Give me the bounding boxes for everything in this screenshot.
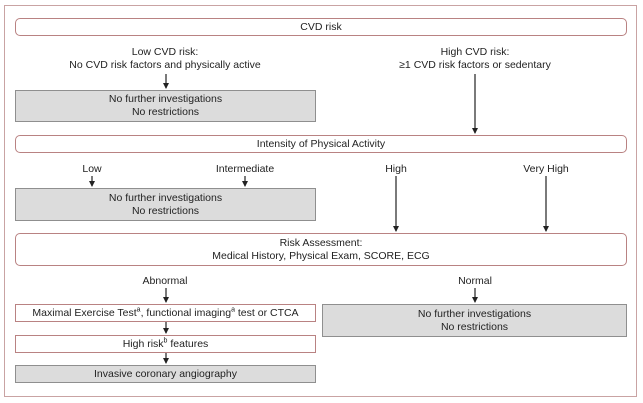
high-cvd-desc: ≥1 CVD risk factors or sedentary bbox=[399, 59, 551, 71]
level-intermediate-label: Intermediate bbox=[215, 163, 275, 175]
risk-assessment-line1: Risk Assessment: bbox=[279, 236, 363, 249]
maximal-exercise-test-text: Maximal Exercise Testa, functional imagi… bbox=[32, 306, 299, 319]
low-cvd-risk-label: Low CVD risk: No CVD risk factors and ph… bbox=[40, 46, 290, 72]
risk-assessment-line2: Medical History, Physical Exam, SCORE, E… bbox=[212, 249, 430, 262]
no-further-investigations-box-1: No further investigations No restriction… bbox=[15, 90, 316, 122]
maximal-exercise-test-box: Maximal Exercise Testa, functional imagi… bbox=[15, 304, 316, 322]
risk-assessment-box: Risk Assessment: Medical History, Physic… bbox=[15, 233, 627, 266]
high-cvd-risk-label: High CVD risk: ≥1 CVD risk factors or se… bbox=[360, 46, 590, 72]
high-cvd-title: High CVD risk: bbox=[440, 46, 510, 58]
invasive-coronary-angiography-box: Invasive coronary angiography bbox=[15, 365, 316, 383]
outer-frame bbox=[4, 5, 637, 397]
no-further-investigations-box-2: No further investigations No restriction… bbox=[15, 188, 316, 221]
level-low-label: Low bbox=[82, 163, 102, 175]
cvd-risk-label: CVD risk bbox=[300, 20, 342, 33]
cvd-risk-box: CVD risk bbox=[15, 18, 627, 36]
no-further-line1: No further investigations bbox=[108, 93, 223, 105]
level-very-high-label: Very High bbox=[523, 163, 569, 175]
angiography-label: Invasive coronary angiography bbox=[93, 367, 237, 380]
low-cvd-title: Low CVD risk: bbox=[131, 46, 199, 58]
intensity-box: Intensity of Physical Activity bbox=[15, 135, 627, 153]
no-further-line2: No restrictions bbox=[440, 320, 509, 333]
abnormal-label: Abnormal bbox=[142, 275, 188, 287]
no-further-line1: No further investigations bbox=[417, 307, 532, 320]
intensity-label: Intensity of Physical Activity bbox=[256, 137, 386, 150]
high-risk-features-text: High riskb features bbox=[122, 337, 209, 350]
level-high-label: High bbox=[385, 163, 407, 175]
normal-label: Normal bbox=[458, 275, 492, 287]
no-further-line1: No further investigations bbox=[108, 191, 223, 204]
no-further-investigations-box-3: No further investigations No restriction… bbox=[322, 304, 627, 337]
low-cvd-desc: No CVD risk factors and physically activ… bbox=[69, 59, 261, 71]
no-further-line2: No restrictions bbox=[131, 204, 200, 217]
high-risk-features-box: High riskb features bbox=[15, 335, 316, 353]
no-further-line2: No restrictions bbox=[131, 106, 200, 118]
